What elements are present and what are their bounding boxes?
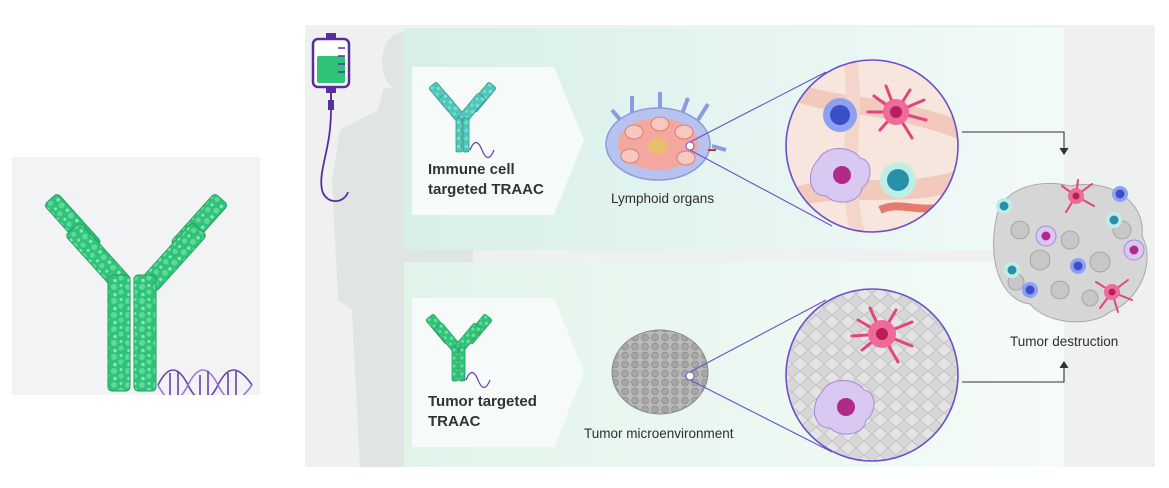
destroyed-tumor-icon	[993, 179, 1148, 323]
immune-cell-traac-antibody-icon	[429, 82, 496, 153]
tumor-cell-cluster-icon	[611, 329, 709, 415]
lower-label-card	[412, 298, 584, 447]
immune-cell-traac-title-line2: targeted TRAAC	[428, 181, 544, 198]
magnifier-connectors	[689, 71, 833, 453]
antibody-dna-conjugate-icon	[45, 194, 253, 395]
dna-strand-icon	[469, 141, 495, 159]
tumor-traac-antibody-icon	[426, 314, 492, 382]
dna-strand-icon	[157, 369, 253, 395]
immune-cell-traac-title: Immune cell targeted TRAAC	[428, 160, 544, 200]
lymphoid-organs-label: Lymphoid organs	[611, 191, 715, 206]
tumor-microenvironment-label: Tumor microenvironment	[584, 426, 734, 441]
iv-bag-icon	[311, 33, 351, 203]
tumor-destruction-label: Tumor destruction	[1010, 334, 1119, 349]
left-antibody-panel	[12, 157, 260, 395]
tumor-traac-title-line1: Tumor targeted	[428, 393, 537, 410]
tumor-magnified-view	[785, 288, 959, 462]
arrows-to-destruction	[962, 131, 1069, 383]
dna-strand-icon	[465, 371, 491, 389]
immune-cell-traac-title-line1: Immune cell	[428, 161, 515, 178]
tumor-traac-title-line2: TRAAC	[428, 413, 481, 430]
lymph-node-icon	[605, 92, 727, 181]
tumor-traac-title: Tumor targeted TRAAC	[428, 392, 537, 432]
lymphoid-magnified-view	[785, 59, 959, 233]
